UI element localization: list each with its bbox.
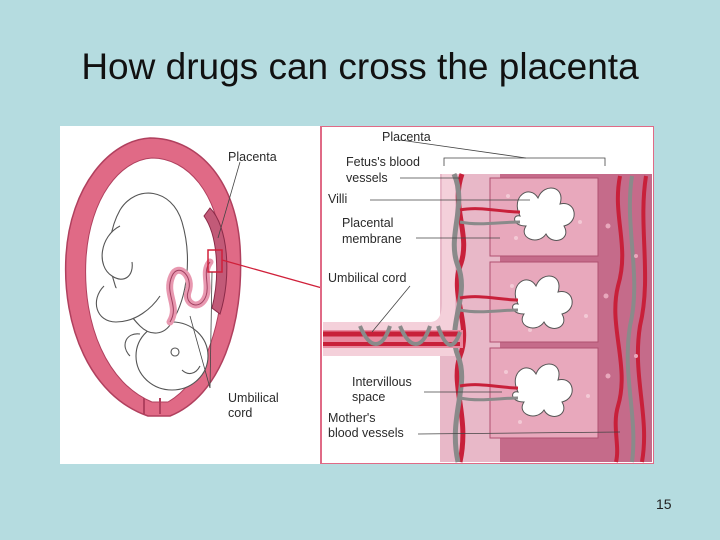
placenta-illustration: Placenta Umbilical cord [64,126,654,464]
right-label-membrane-line2: membrane [342,232,402,246]
left-label-umbilical-line2: cord [228,406,252,420]
right-label-intervillous-line1: Intervillous [352,375,412,389]
right-label-intervillous-line2: space [352,390,385,404]
left-label-umbilical-line1: Umbilical [228,391,279,405]
left-label-placenta: Placenta [228,150,277,164]
placenta-diagram: Placenta Umbilical cord [60,126,654,464]
right-label-placenta: Placenta [382,130,431,144]
right-label-fetus-vessels-line1: Fetus's blood [346,155,420,169]
uterus-illustration [64,137,323,417]
zoom-connector-line [221,259,323,289]
umbilical-cord-magnified [323,325,463,348]
villi-clusters [512,187,575,417]
right-label-mothers-vessels-line1: Mother's [328,411,376,425]
zoom-highlight-box [207,249,223,273]
slide-title: How drugs can cross the placenta [81,46,639,87]
page-number: 15 [656,496,672,512]
magnified-placenta-panel [320,126,654,464]
right-label-umbilical-cord: Umbilical cord [328,271,407,285]
right-label-villi: Villi [328,192,347,206]
right-label-fetus-vessels-line2: vessels [346,171,388,185]
right-label-membrane-line1: Placental [342,216,393,230]
right-label-mothers-vessels-line2: blood vessels [328,426,404,440]
